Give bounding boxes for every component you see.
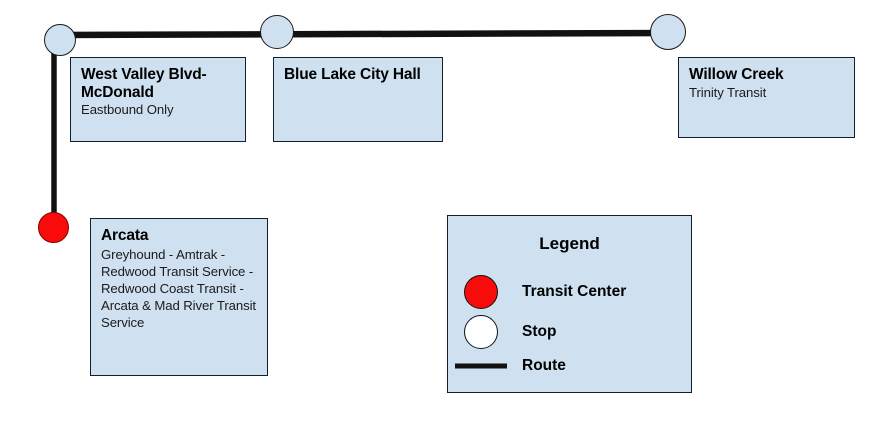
stop-node-blue-lake-city-hall[interactable] <box>260 15 294 49</box>
stop-node-willow-creek[interactable] <box>650 14 686 50</box>
legend-label-stop: Stop <box>522 323 557 340</box>
white-circle-icon <box>464 315 498 349</box>
station-subtitle-willow-creek: Trinity Transit <box>689 84 767 100</box>
station-box-blue-lake[interactable]: Blue Lake City Hall <box>273 57 443 142</box>
route-line-horizontal <box>56 29 669 39</box>
station-title-arcata: Arcata <box>101 227 149 244</box>
station-box-arcata[interactable]: Arcata Greyhound - Amtrak - Redwood Tran… <box>90 218 268 376</box>
legend-row-transit-center: Transit Center <box>448 272 691 312</box>
legend-panel: Legend Transit Center Stop Route <box>447 215 692 393</box>
station-title-west-valley: West Valley Blvd-McDonald <box>81 66 207 101</box>
legend-row-route: Route <box>448 346 691 386</box>
legend-title: Legend <box>539 234 600 253</box>
transit-center-node-arcata[interactable] <box>38 212 69 243</box>
station-title-blue-lake: Blue Lake City Hall <box>284 66 421 83</box>
station-subtitle-west-valley: Eastbound Only <box>81 102 174 117</box>
stop-node-west-valley-blvd-mcdonald[interactable] <box>44 24 76 56</box>
legend-label-transit-center: Transit Center <box>522 283 627 300</box>
legend-label-route: Route <box>522 357 566 374</box>
black-line-icon <box>455 363 507 369</box>
station-subtitle-arcata: Greyhound - Amtrak - Redwood Transit Ser… <box>101 246 256 330</box>
station-box-west-valley[interactable]: West Valley Blvd-McDonald Eastbound Only <box>70 57 246 142</box>
legend-row-stop: Stop <box>448 312 691 352</box>
red-circle-icon <box>464 275 498 309</box>
station-box-willow-creek[interactable]: Willow Creek Trinity Transit <box>678 57 855 138</box>
station-title-willow-creek: Willow Creek <box>689 66 784 83</box>
